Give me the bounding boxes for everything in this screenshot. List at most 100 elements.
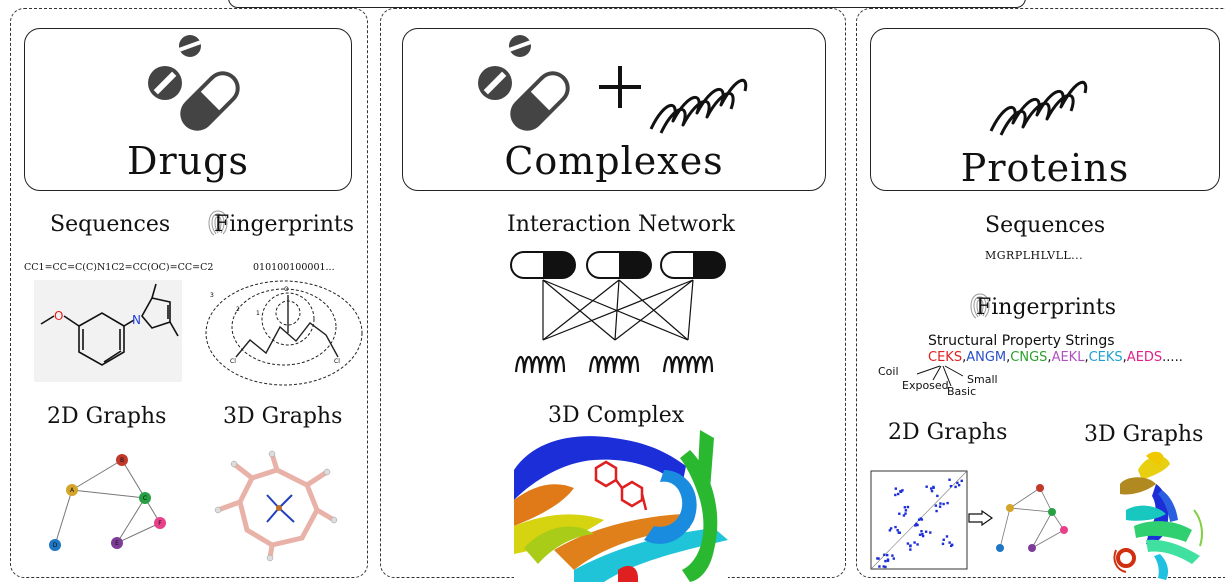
graph-node-d [49, 539, 61, 551]
contact-dot [902, 514, 906, 517]
contact-dot [946, 501, 949, 505]
contact-dot [894, 493, 897, 497]
contact-dot [957, 483, 961, 487]
proteins-3d-graphs-label: 3D Graphs [1084, 422, 1204, 447]
contact-dot [929, 531, 932, 534]
contact-dot [909, 548, 912, 551]
protein-helix-1 [514, 355, 566, 374]
proteins-sequences-label: Sequences [985, 213, 1106, 238]
contact-dot [960, 479, 963, 483]
contact-dot [920, 530, 923, 533]
protein-graph-node-a [1006, 504, 1014, 512]
graph-node-a [66, 484, 78, 496]
sps-token: , [1084, 350, 1089, 365]
contact-dot [949, 484, 953, 488]
protein-graph-node-b [1036, 484, 1044, 492]
protein-graph-node-e [1028, 544, 1036, 552]
smiles-string: CC1=CC=C(C)N1C2=CC(OC)=CC=C2 [24, 262, 214, 273]
molecule-structure-drawing: O N [40, 283, 179, 366]
contact-dot [886, 558, 890, 561]
proteins-panel [856, 8, 1225, 578]
contact-dot [948, 478, 951, 481]
pill-icon [148, 35, 240, 131]
contact-dot [917, 518, 921, 521]
node-label-e: E [115, 540, 119, 547]
node-label-d: D [53, 542, 58, 549]
contact-dot [924, 530, 928, 533]
contact-dot [938, 505, 942, 508]
contact-dot [948, 541, 951, 544]
protein-helix-icon [989, 80, 1088, 136]
sps-annotation-exposed: Exposed [902, 379, 949, 392]
top-banner-frame [228, 0, 1026, 8]
contact-dot [906, 505, 910, 509]
fingerprint-radius-diagram: Cl Cl 3 2 1 O [205, 280, 363, 386]
contact-dot [921, 532, 924, 536]
proteins-2d-graph [996, 484, 1068, 552]
sps-token: , [1122, 350, 1127, 365]
protein-graph-node-d [996, 544, 1004, 552]
sps-token: , [962, 350, 967, 365]
contact-dot [897, 531, 900, 534]
drug-capsule-3 [660, 251, 726, 279]
contact-dot [906, 542, 910, 545]
contact-dot [936, 494, 939, 498]
graph-node-b [116, 454, 128, 466]
contact-dot [945, 535, 949, 538]
arrow-right-icon [968, 509, 994, 527]
ring-label-cl-right: Cl [334, 358, 340, 365]
contact-dot [932, 486, 935, 489]
contact-dot [913, 541, 916, 544]
graph-node-c [139, 492, 151, 504]
sps-token: CEKS [1088, 350, 1123, 365]
drugs-panel [10, 8, 368, 578]
contact-dot [929, 487, 933, 490]
contact-dot [921, 534, 925, 538]
sps-token-line: CEKS,ANGM,CNGS,AEKL,CEKS,AEDS..... [928, 350, 1183, 365]
sps-token: , [1006, 350, 1011, 365]
contact-dot [884, 565, 887, 569]
contact-dot [896, 492, 900, 496]
contact-dot [901, 489, 904, 492]
contact-dot [899, 490, 902, 493]
protein-helix-2 [588, 355, 640, 374]
contact-dot [904, 509, 908, 512]
contact-dot [918, 533, 922, 536]
contact-dot [882, 565, 885, 568]
contact-dot [935, 509, 938, 513]
sps-annotation-small: Small [967, 373, 998, 386]
protein-graph-node-c [1048, 508, 1056, 516]
sps-token: AEDS [1126, 350, 1163, 365]
proteins-fingerprints-label: Fingerprints [976, 295, 1117, 320]
sps-token: CNGS [1010, 350, 1048, 365]
contact-dot [904, 512, 907, 515]
sps-token: AEKL [1051, 350, 1085, 365]
node-label-b: B [120, 457, 124, 464]
sps-annotation-basic: Basic [947, 385, 977, 398]
drug-capsule-1 [510, 251, 576, 279]
sps-token: , [1047, 350, 1052, 365]
sps-annotation-arrows [916, 365, 964, 387]
graph-node-e [111, 537, 123, 549]
sps-token: CEKS [928, 350, 963, 365]
graph-node-f [154, 517, 166, 529]
contact-dot [894, 487, 898, 490]
contact-dot [892, 557, 896, 560]
complexes-header-card: Complexes [402, 28, 826, 191]
node-label-c: C [143, 495, 147, 502]
complexes-title: Complexes [504, 139, 724, 183]
contact-dot [939, 502, 942, 505]
sps-annotation-coil: Coil [878, 365, 899, 378]
contact-dot [934, 504, 938, 507]
contact-dot [925, 485, 928, 488]
drugs-sequences-label: Sequences [50, 212, 171, 237]
contact-dot [914, 524, 917, 527]
protein-sequence: MGRPLHLVLL... [985, 249, 1084, 262]
contact-dot [894, 525, 897, 529]
oxygen-atom-label: O [54, 309, 63, 323]
drug-plus-protein-icon [478, 35, 748, 134]
node-label-f: F [158, 520, 162, 527]
interaction-network-diagram [510, 251, 726, 374]
contact-dot [930, 489, 934, 493]
ring-label-2: 2 [236, 306, 240, 313]
